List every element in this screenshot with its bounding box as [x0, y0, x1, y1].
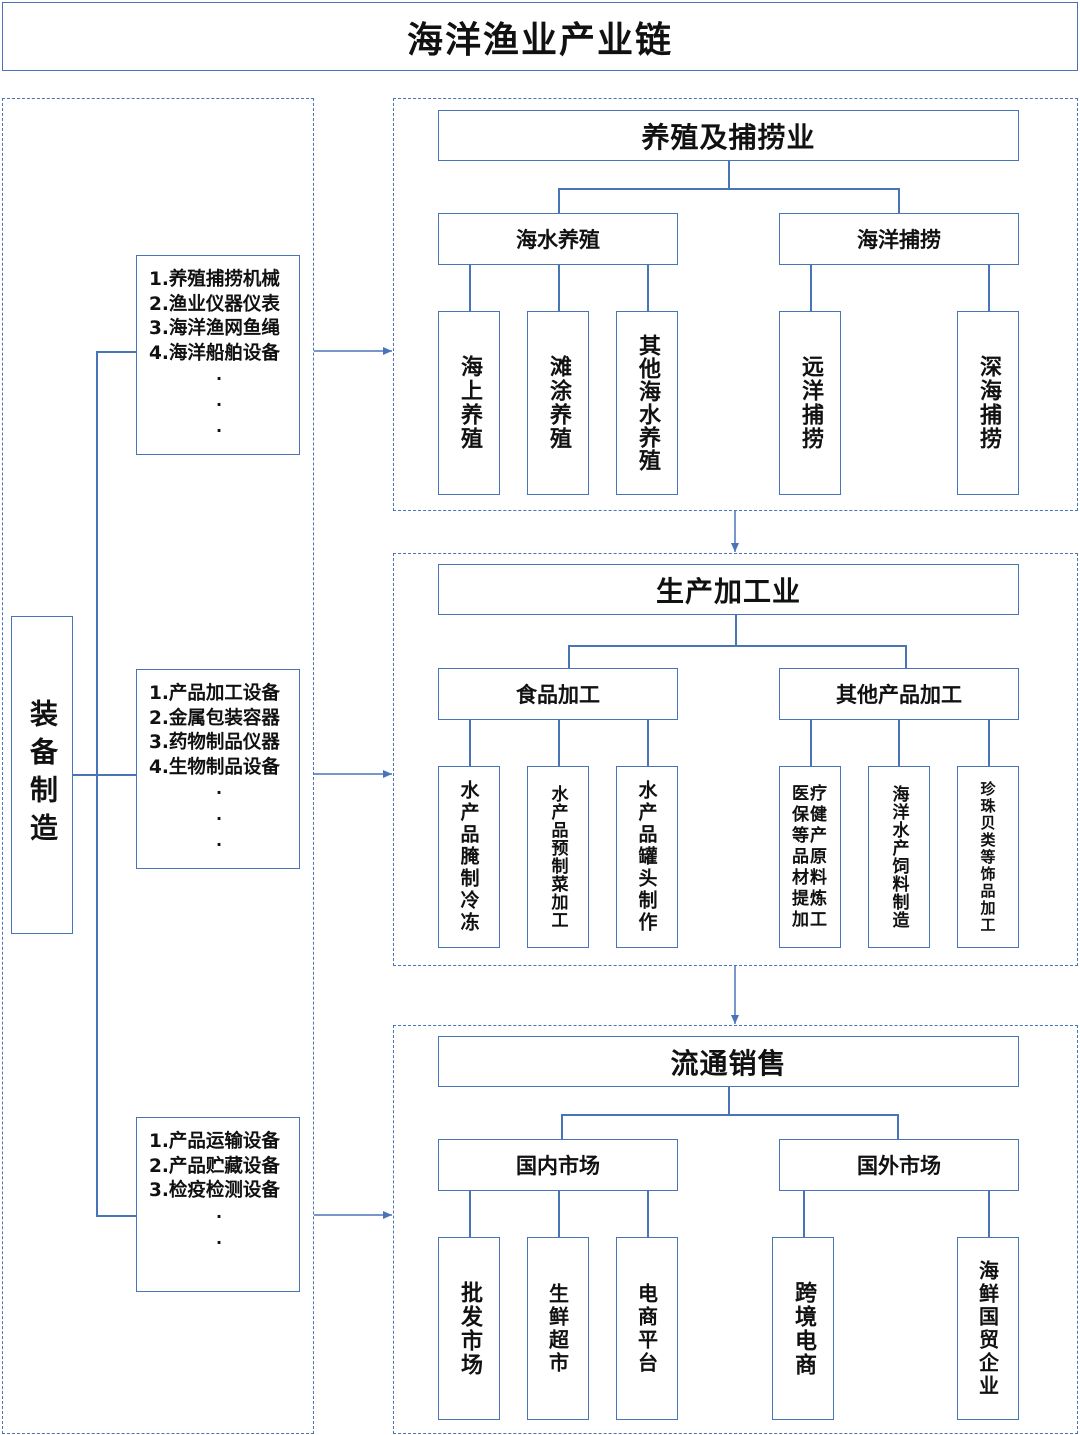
connector-line	[810, 265, 812, 311]
connector-line	[988, 1191, 990, 1237]
connector-line	[647, 720, 649, 766]
connector-line	[469, 1191, 471, 1237]
connector-line	[73, 774, 136, 776]
connector-line	[905, 645, 907, 668]
connector-line	[647, 265, 649, 311]
connector-line	[561, 1114, 563, 1139]
section-panel-breeding	[393, 98, 1078, 511]
connector-line	[469, 720, 471, 766]
sub-category: 海洋捕捞	[779, 213, 1019, 265]
leaf-item: 生鲜超市	[527, 1237, 589, 1420]
leaf-item: 海洋水产饲料制造	[868, 766, 930, 948]
equipment-group-1: 1.养殖捕捞机械 2.渔业仪器仪表 3.海洋渔网鱼绳 4.海洋船舶设备 · · …	[136, 255, 300, 455]
sub-category: 食品加工	[438, 668, 678, 720]
equipment-item: 2.渔业仪器仪表	[149, 293, 280, 315]
connector-line	[988, 265, 990, 311]
connector-line	[558, 720, 560, 766]
connector-line	[568, 645, 570, 668]
connector-line	[96, 1215, 136, 1217]
leaf-item: 深海捕捞	[957, 311, 1019, 495]
equipment-item: 3.海洋渔网鱼绳	[149, 318, 280, 339]
section-title: 流通销售	[438, 1036, 1019, 1087]
leaf-item: 海上养殖	[438, 311, 500, 495]
leaf-item: 电商平台	[616, 1237, 678, 1420]
connector-line	[469, 265, 471, 311]
connector-line	[728, 1087, 730, 1114]
equipment-item: 4.海洋船舶设备	[149, 342, 280, 364]
leaf-item: 医疗保健等产品原材料提炼加工	[779, 766, 841, 948]
connector-line	[897, 1114, 899, 1139]
ellipsis-dot: ·	[215, 835, 223, 854]
equipment-item: 2.金属包装容器	[149, 707, 280, 729]
connector-line	[558, 188, 560, 213]
equipment-item: 1.产品加工设备	[149, 683, 280, 704]
connector-line	[558, 188, 899, 190]
page-title: 海洋渔业产业链	[2, 2, 1078, 71]
section-panel-processing	[393, 553, 1078, 966]
connector-line	[898, 720, 900, 766]
sub-category: 其他产品加工	[779, 668, 1019, 720]
connector-line	[558, 265, 560, 311]
leaf-item: 其他海水养殖	[616, 311, 678, 495]
connector-line	[728, 161, 730, 188]
ellipsis-dot: ·	[215, 783, 223, 802]
connector-line	[96, 351, 98, 1215]
equipment-group-3: 1.产品运输设备 2.产品贮藏设备 3.检疫检测设备 · ·	[136, 1117, 300, 1292]
ellipsis-dot: ·	[215, 369, 223, 388]
ellipsis-dot: ·	[215, 421, 223, 440]
connector-line	[803, 1191, 805, 1237]
connector-line	[561, 1114, 898, 1116]
leaf-item: 水产品罐头制作	[616, 766, 678, 948]
leaf-item: 水产品预制菜加工	[527, 766, 589, 948]
equipment-item: 3.检疫检测设备	[149, 1180, 280, 1201]
equipment-item: 3.药物制品仪器	[149, 732, 280, 753]
ellipsis-dot: ·	[215, 395, 223, 414]
connector-line	[810, 720, 812, 766]
leaf-item: 跨境电商	[772, 1237, 834, 1420]
section-title: 生产加工业	[438, 564, 1019, 615]
leaf-item: 水产品腌制冷冻	[438, 766, 500, 948]
leaf-item-text: 医疗保健等产品原材料提炼加工	[792, 783, 828, 930]
equipment-item: 1.产品运输设备	[149, 1131, 280, 1152]
connector-line	[647, 1191, 649, 1237]
connector-line	[558, 1191, 560, 1237]
section-panel-distribution	[393, 1025, 1078, 1434]
leaf-item: 远洋捕捞	[779, 311, 841, 495]
sub-category: 国内市场	[438, 1139, 678, 1191]
leaf-item: 滩涂养殖	[527, 311, 589, 495]
section-title: 养殖及捕捞业	[438, 110, 1019, 161]
connector-line	[735, 615, 737, 645]
equipment-item: 4.生物制品设备	[149, 756, 280, 778]
equipment-panel	[2, 98, 314, 1434]
equipment-label: 装备制造	[11, 616, 73, 934]
sub-category: 国外市场	[779, 1139, 1019, 1191]
leaf-item: 海鲜国贸企业	[957, 1237, 1019, 1420]
equipment-item: 1.养殖捕捞机械	[149, 269, 280, 290]
leaf-item: 批发市场	[438, 1237, 500, 1420]
ellipsis-dot: ·	[215, 809, 223, 828]
connector-line	[96, 351, 136, 353]
equipment-group-2: 1.产品加工设备 2.金属包装容器 3.药物制品仪器 4.生物制品设备 · · …	[136, 669, 300, 869]
connector-line	[898, 188, 900, 213]
equipment-item: 2.产品贮藏设备	[149, 1155, 280, 1177]
leaf-item: 珍珠贝类等饰品加工	[957, 766, 1019, 948]
ellipsis-dot: ·	[215, 1206, 223, 1226]
sub-category: 海水养殖	[438, 213, 678, 265]
ellipsis-dot: ·	[215, 1232, 223, 1252]
connector-line	[988, 720, 990, 766]
connector-line	[568, 645, 906, 647]
